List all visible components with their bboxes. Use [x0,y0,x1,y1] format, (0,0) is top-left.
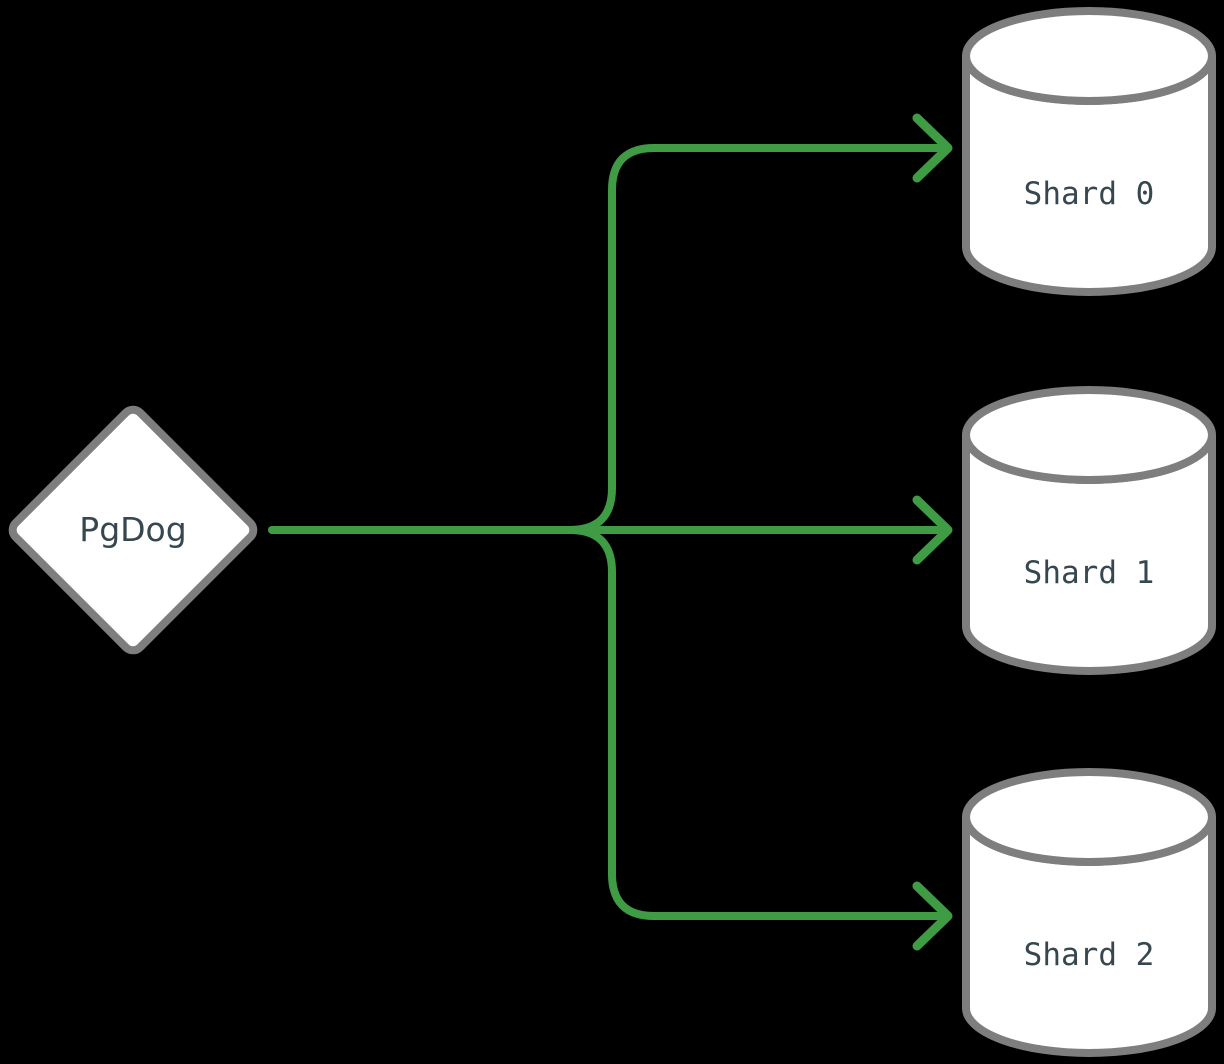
arrow-shaft-shard-2 [566,526,948,920]
database-cylinder-icon [962,768,1216,1057]
arrow-shaft-shard-0 [566,144,948,534]
arrowhead-shard-1 [912,495,953,565]
database-cylinder-icon [962,386,1216,675]
shard-node-2: Shard 2 [962,767,1216,1057]
shard-label: Shard 2 [1023,937,1155,973]
arrowhead-shard-2 [912,881,953,951]
database-cylinder-icon [962,7,1216,296]
shard-label: Shard 0 [1023,176,1155,212]
shard-node-0: Shard 0 [962,6,1216,296]
shard-label: Shard 1 [1023,555,1155,591]
router-label: PgDog [79,510,187,549]
arrowhead-shard-0 [912,113,953,183]
shard-node-1: Shard 1 [962,385,1216,675]
